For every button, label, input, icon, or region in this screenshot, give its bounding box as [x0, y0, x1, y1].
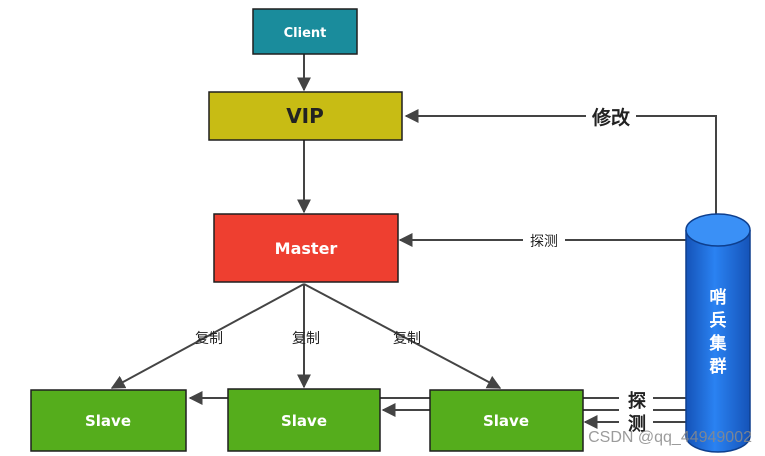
replicate-label-1: 复制 — [195, 330, 223, 347]
sentinel-cylinder-top — [685, 213, 751, 247]
watermark-text: CSDN @qq_44949002 — [588, 429, 752, 446]
probe-master-label: 探测 — [530, 234, 558, 250]
master-box — [213, 213, 399, 283]
edge-master-slave3 — [303, 283, 502, 389]
master-node: Master — [213, 213, 399, 283]
sentinel-cylinder-body — [685, 230, 751, 453]
master-label: Master — [275, 239, 338, 258]
probe-slaves-label-top: 探 — [628, 390, 647, 412]
vip-label: VIP — [286, 104, 324, 128]
edge-labels: 修改 探测 复制 复制 复制 探 测 — [195, 106, 647, 435]
slave-label-3: Slave — [483, 412, 529, 430]
replicate-label-2: 复制 — [292, 330, 320, 347]
sentinel-label-char-2: 兵 — [710, 310, 727, 331]
vip-node: VIP — [208, 91, 403, 141]
slave-node-1: Slave — [30, 389, 187, 452]
modify-label: 修改 — [591, 106, 631, 129]
probe-slaves-label-bottom: 测 — [628, 413, 646, 435]
label-backgrounds — [523, 102, 653, 432]
edge-sentinel-modify-vip — [404, 109, 717, 214]
slave-label-2: Slave — [281, 412, 327, 430]
replicate-label-3: 复制 — [393, 330, 421, 347]
slave-box-2 — [227, 388, 381, 452]
slave-label-1: Slave — [85, 412, 131, 430]
sentinel-label-char-3: 集 — [709, 333, 728, 354]
vip-box — [208, 91, 403, 141]
sentinel-cluster-node: 哨 兵 集 群 — [685, 213, 751, 453]
slave-node-2: Slave — [227, 388, 381, 452]
client-box — [252, 8, 358, 55]
slave-node-3: Slave — [429, 389, 584, 452]
client-label: Client — [284, 26, 327, 41]
edge-master-slave1 — [110, 283, 305, 389]
sentinel-label-char-1: 哨 — [710, 287, 727, 308]
slave-box-1 — [30, 389, 187, 452]
sentinel-label-char-4: 群 — [710, 356, 727, 377]
slave-box-3 — [429, 389, 584, 452]
client-node: Client — [252, 8, 358, 55]
